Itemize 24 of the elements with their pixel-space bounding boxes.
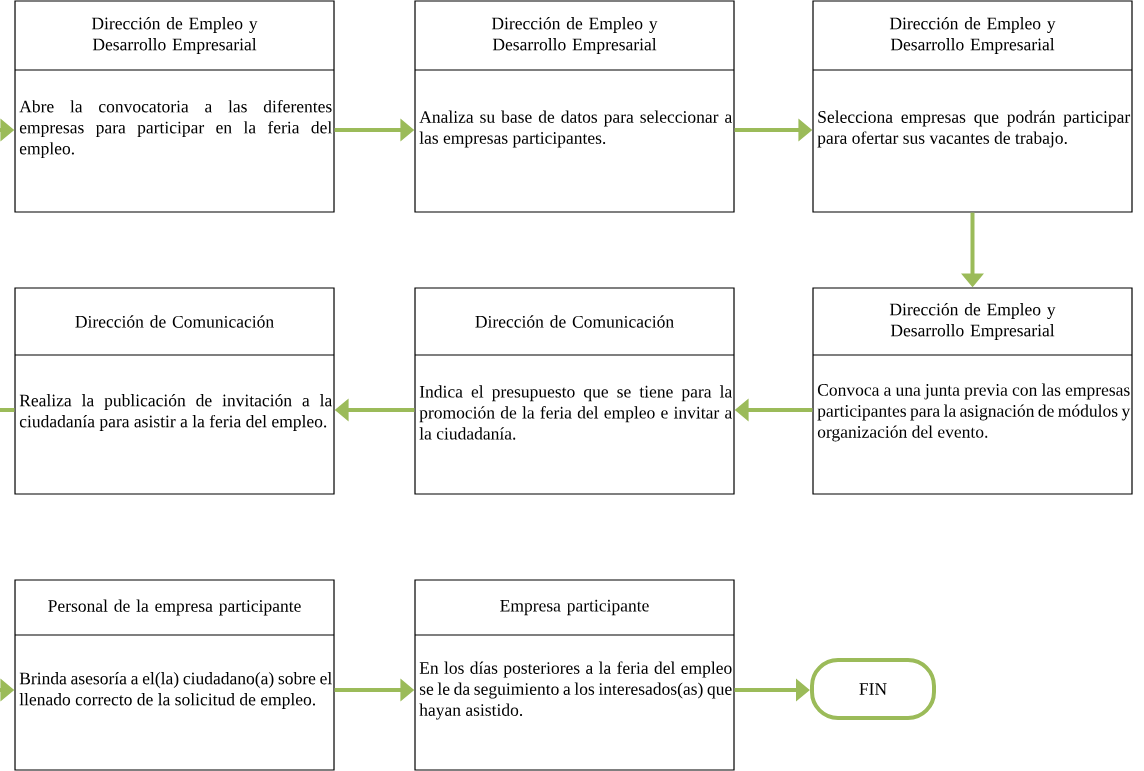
box-heading: Dirección de Empleo y Desarrollo Empresarial — [91, 17, 258, 54]
process-box — [414, 0, 735, 213]
box-heading: Dirección de Empleo y Desarrollo Empresarial — [491, 17, 658, 54]
box-heading: Empresa participante — [500, 599, 649, 616]
box-heading: Dirección de Comunicación — [75, 315, 274, 328]
process-box — [14, 0, 335, 213]
process-box — [812, 0, 1133, 213]
box-text: En los días posteriores a la feria del empleo se le da seguimiento a los interesados(as) que hayan asistido. — [419, 661, 732, 720]
box-text: Brinda asesoría a el(la) ciudadano(a) sobre el llenado correcto de la solicitud de empleo. — [19, 672, 332, 709]
box-text: Convoca a una junta previa con las empresas participantes para la asignación de módulos y organización del evento. — [817, 383, 1131, 442]
process-box — [414, 287, 735, 495]
box-text: Selecciona empresas que podrán participar para ofertar sus vacantes de trabajo. — [817, 110, 1131, 148]
box-text: Realiza la publicación de invitación a la ciudadanía para asistir a la feria del empleo. — [19, 394, 332, 431]
box-heading: Dirección de Comunicación — [475, 315, 674, 328]
box-heading: Dirección de Empleo y Desarrollo Empresarial — [889, 303, 1056, 340]
box-text: Analiza su base de datos para seleccionar a las empresas participantes. — [419, 110, 732, 148]
box-text: Abre la convocatoria a las diferentes empresas para participar en la feria del empleo. — [19, 99, 332, 158]
process-box — [14, 287, 335, 495]
box-heading: Dirección de Empleo y Desarrollo Empresarial — [889, 17, 1056, 54]
process-box — [812, 287, 1133, 495]
box-heading: Personal de la empresa participante — [48, 599, 301, 616]
box-text: Indica el presupuesto que se tiene para la promoción de la feria del empleo e invitar a la ciudadanía. — [419, 385, 732, 440]
process-box — [414, 579, 735, 771]
process-box — [14, 579, 335, 771]
